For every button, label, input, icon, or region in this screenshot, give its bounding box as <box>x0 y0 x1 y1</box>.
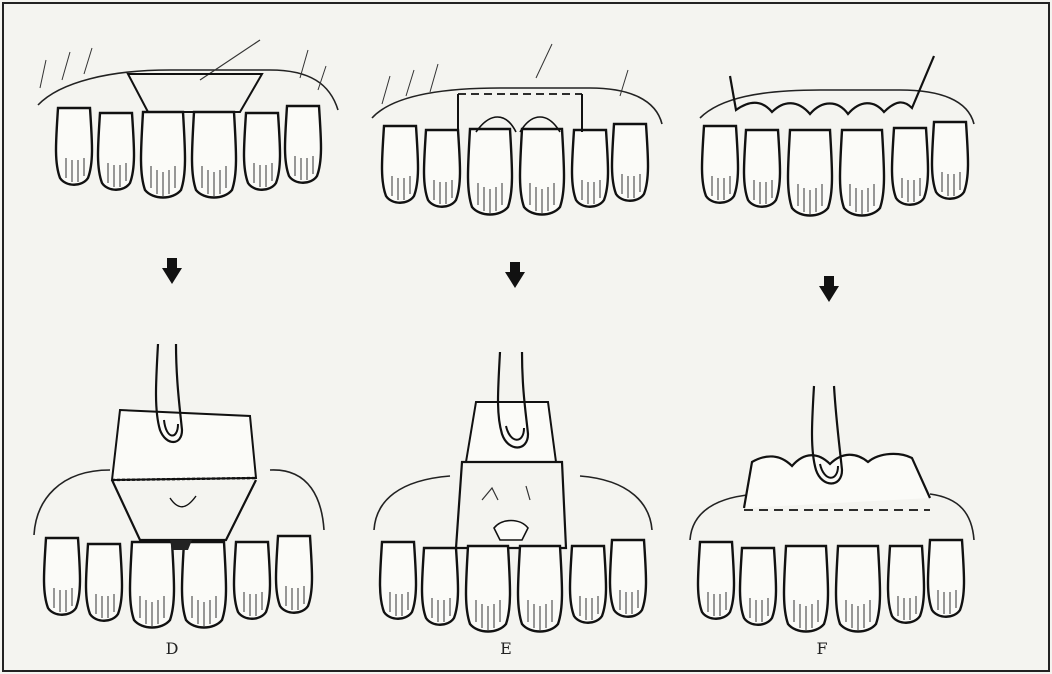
reflected-flap <box>466 402 556 462</box>
panel-label: F <box>816 639 827 658</box>
reflected-flap <box>112 410 256 480</box>
panel-label: D <box>166 639 179 658</box>
panel-label: E <box>500 639 512 658</box>
